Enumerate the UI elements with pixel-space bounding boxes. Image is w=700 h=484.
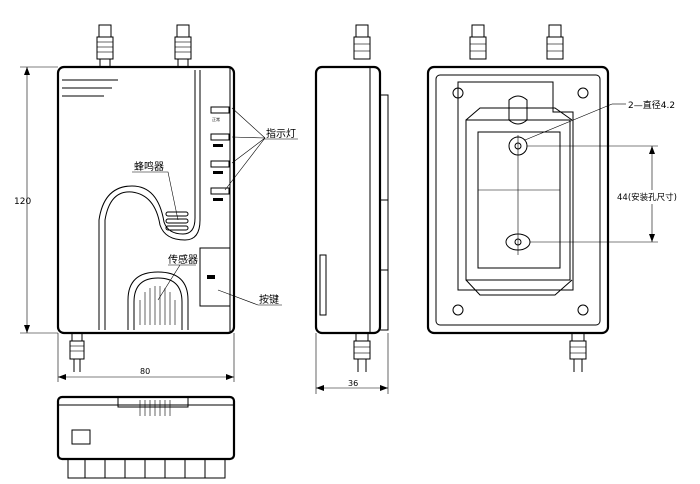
front-view: 正常 指示灯 蜂鸣器 传感器 按键 120 xyxy=(14,24,298,382)
width-value: 80 xyxy=(140,367,150,376)
hole-spacing-label: 44(安装孔尺寸) xyxy=(617,192,677,203)
cable-top-right xyxy=(174,24,192,68)
width-dimension: 80 xyxy=(57,333,235,382)
hole-diameter-label: 2—直径4.2 xyxy=(628,99,675,111)
indicator-label: 指示灯 xyxy=(266,127,296,140)
depth-value: 36 xyxy=(348,379,358,388)
cable-bottom xyxy=(69,332,85,372)
front-housing xyxy=(56,65,236,335)
sensor-grille xyxy=(127,271,189,330)
led-label-normal: 正常 xyxy=(212,116,220,122)
sensor-label: 传感器 xyxy=(168,253,198,266)
cable-top-left xyxy=(96,24,114,68)
height-dimension: 120 xyxy=(14,66,58,334)
indicator-leds: 正常 xyxy=(210,106,230,201)
side-view: 36 xyxy=(314,24,389,394)
button-label: 按键 xyxy=(259,293,279,306)
height-value: 120 xyxy=(14,197,31,207)
back-view: 2—直径4.2 44(安装孔尺寸) xyxy=(426,24,700,372)
reset-button xyxy=(199,247,231,307)
bottom-view xyxy=(56,395,236,479)
buzzer-label: 蜂鸣器 xyxy=(134,160,164,173)
